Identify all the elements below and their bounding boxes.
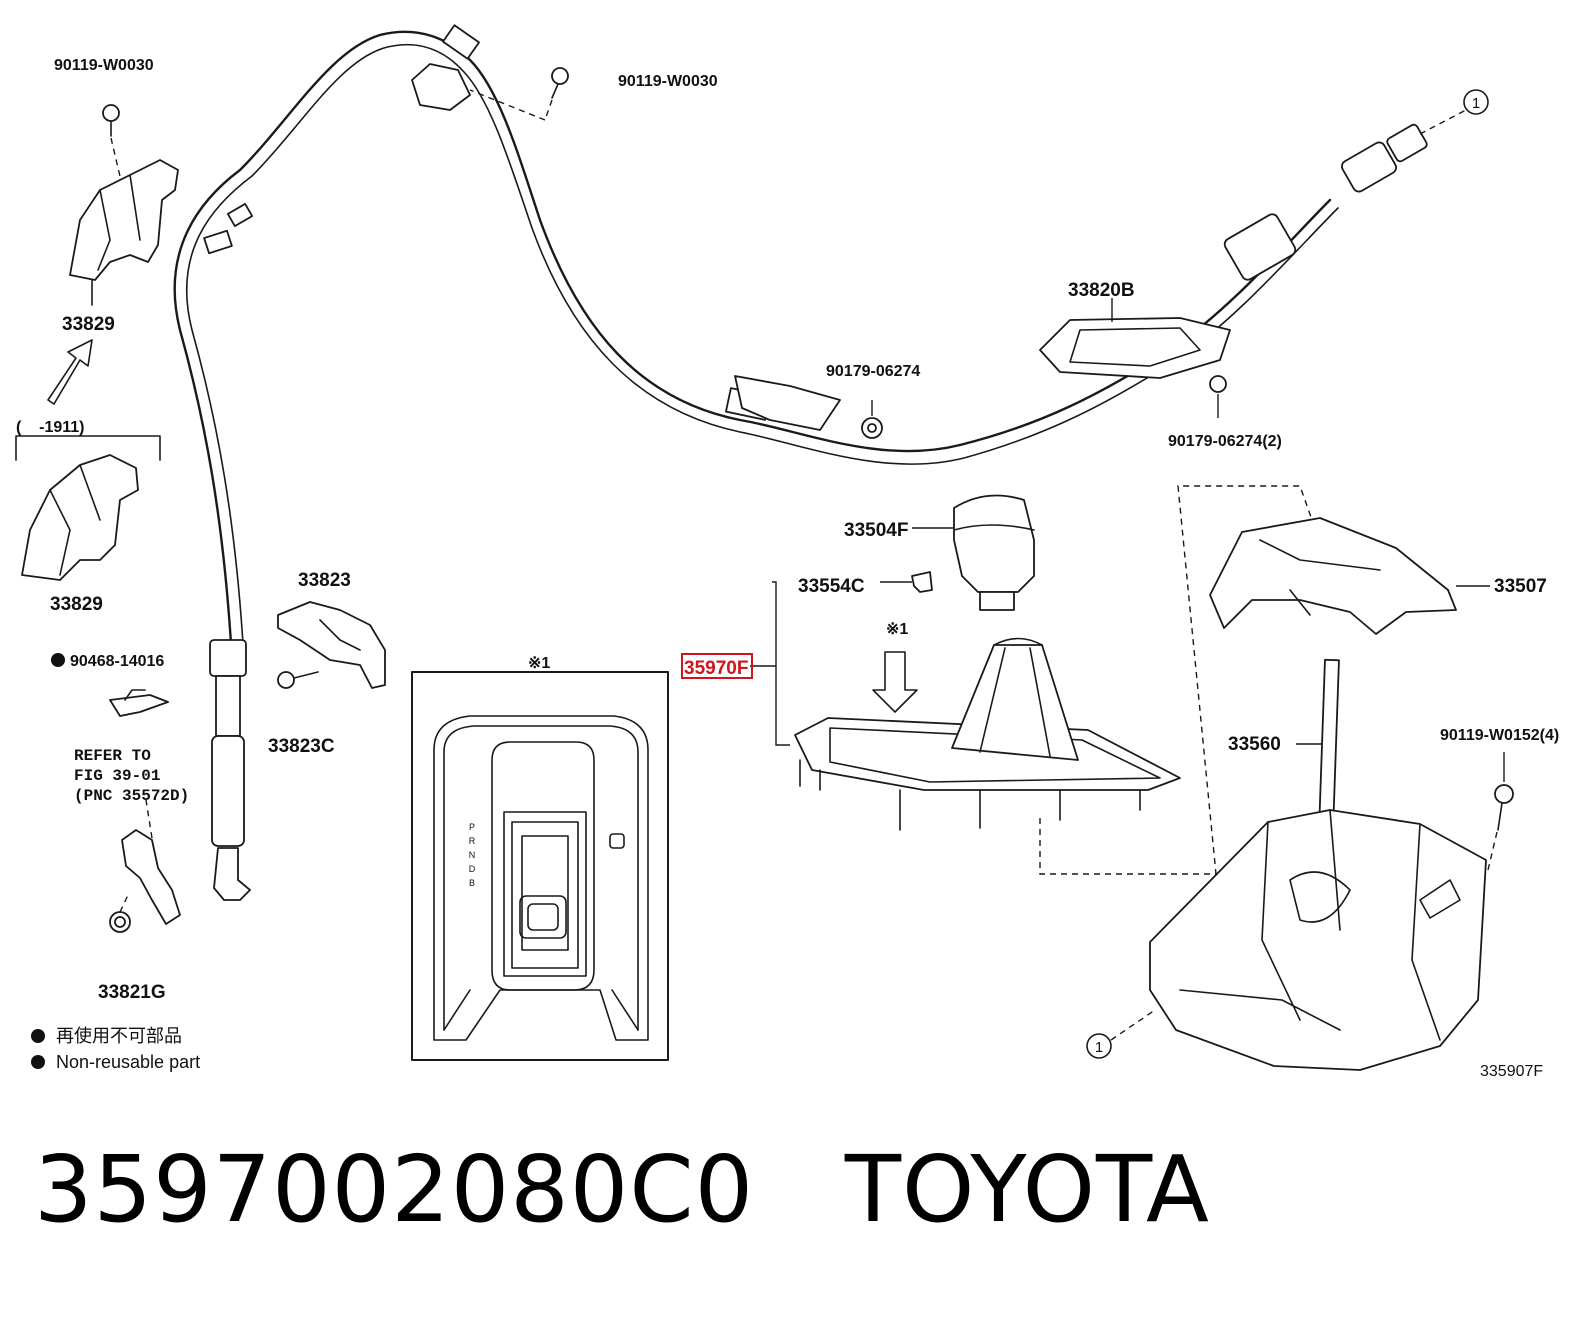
down-arrow [872,651,918,713]
ref-circle-top: 1 [1463,89,1489,115]
bolt-top-mid [469,67,569,121]
label-bracket-lower: 33829 [50,594,103,615]
label-refer-line2: FIG 39-01 [74,767,160,785]
shift-letter-n: N [469,850,476,860]
bolt-top-left [102,104,136,241]
shift-console [794,637,1181,831]
clip-part [109,689,169,717]
label-retainer-bolt: 33823C [268,736,335,757]
legend-dot-jp [31,1029,45,1043]
ref-circle-bottom: 1 [1086,1009,1156,1059]
cable-clamp [121,799,181,925]
label-bolt-right: 90119-W0152(4) [1440,727,1559,744]
bracket-lower [21,454,139,581]
bracket-upper [69,159,179,306]
label-nut-mid: 90179-06274 [826,363,920,380]
label-refer-line1: REFER TO [74,747,151,765]
nut-mid [861,400,883,439]
label-bolt-top-left: 90119-W0030 [54,57,154,74]
label-figure-code: 335907F [1480,1063,1543,1080]
svg-text:1: 1 [1472,95,1480,112]
nonreusable-dot [51,653,65,667]
label-nut-right: 90179-06274(2) [1168,433,1282,450]
caption-brand: TOYOTA [844,1136,1210,1243]
bottom-caption: 3597002080C0 TOYOTA [34,1136,1210,1246]
knob-part [912,494,1035,611]
retainer-bolt [277,671,319,689]
label-retainer: 33823 [298,570,351,591]
label-housing-cover: 33507 [1494,576,1547,597]
range-bracket [15,435,161,461]
lever-assy [1149,658,1487,1071]
label-bolt-top-mid: 90119-W0030 [618,73,718,90]
legend-jp: 再使用不可部品 [56,1026,182,1046]
caption-part-number: 3597002080C0 [34,1136,755,1243]
shift-letter-r: R [469,836,476,846]
shift-letter-b: B [469,878,475,888]
inset-panel: P R N D B [411,671,669,1061]
label-plate: 33820B [1068,280,1135,301]
retainer-part [277,601,386,689]
selected-part-leader [750,581,790,746]
label-refer-line3: (PNC 35572D) [74,787,189,805]
cable-end-right [1223,109,1467,281]
label-range-note: ( -1911) [16,419,84,436]
caption-gap [754,1136,845,1243]
up-arrow [47,339,93,405]
cable-bracket-mid [734,375,841,431]
nut-right [1209,375,1227,418]
plate-part [1039,298,1231,379]
console-group-outline [1039,485,1313,875]
cable-bracket-top [411,63,471,111]
svg-text:1: 1 [1095,1039,1103,1056]
label-selected-part[interactable]: 35970F [684,658,748,679]
label-bushing: 33821G [98,982,166,1003]
shift-letter-p: P [469,822,475,832]
housing-cover [1209,517,1490,635]
selected-part-highlight [681,653,753,679]
label-clip-nonreusable: 90468-14016 [70,653,164,670]
shift-letter-d: D [469,864,476,874]
label-bracket-upper: 33829 [62,314,115,335]
label-knob: 33504F [844,520,908,541]
bushing-part [109,894,131,933]
label-note-mark-inset: ※1 [528,655,550,672]
label-clip-knob: 33554C [798,576,865,597]
legend-en: Non-reusable part [56,1052,200,1072]
bolt-right [1487,752,1514,871]
knob-clip [880,571,933,593]
legend-dot-en [31,1055,45,1069]
label-lever-assy: 33560 [1228,734,1281,755]
label-note-mark-arrow: ※1 [886,621,908,638]
